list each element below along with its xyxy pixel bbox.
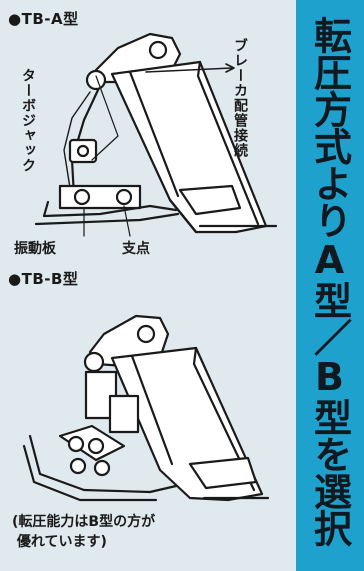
banner-text: 転圧方式よりA型／B型を選択 xyxy=(307,16,352,546)
turbo-jack-label: ターボジャック xyxy=(20,68,36,173)
vibration-plate-label: 振動板 xyxy=(14,241,56,257)
tb-b-bucket-drawing xyxy=(22,314,270,502)
breaker-pipe-label: ブレーカ配管接続 xyxy=(232,38,248,158)
fulcrum-label: 支点 xyxy=(122,241,150,257)
section-a-title: ●TB-A型 xyxy=(8,10,79,28)
banner: 転圧方式よりA型／B型を選択 xyxy=(296,0,364,571)
section-b-title: ●TB-B型 xyxy=(8,270,79,288)
b-type-note: (転圧能力はB型の方が 優れています) xyxy=(12,514,156,550)
banner-panel: 転圧方式よりA型／B型を選択 xyxy=(296,0,364,571)
tb-a-bucket-drawing xyxy=(34,32,278,237)
diagram-panel: ●TB-A型 xyxy=(0,0,296,571)
